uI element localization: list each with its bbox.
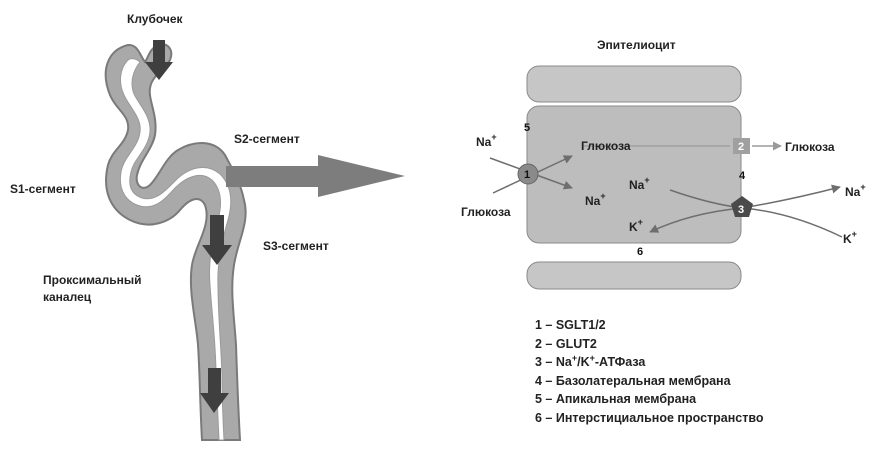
tubule-wall (104, 43, 247, 441)
legend-item-6: 6 – Интерстициальное пространство (535, 410, 764, 425)
proximal-tubule (104, 43, 247, 441)
na-cytoplasm: Na+ (629, 175, 650, 192)
s2-label: S2-сегмент (234, 132, 300, 146)
na-interstitial: Na+ (845, 182, 866, 199)
sglt-transport: 1 (489, 155, 573, 194)
top-neighbor-cell (526, 65, 742, 103)
k-interstitial: K+ (843, 229, 857, 246)
na-apical-out: Na+ (476, 132, 497, 149)
num-3: 3 (738, 204, 744, 216)
proximal-label-1: Проксимальный (43, 273, 141, 287)
na-k-atpase (731, 196, 753, 217)
legend-item-5: 5 – Апикальная мембрана (535, 392, 697, 406)
sglt-transporter (517, 163, 539, 185)
glucose-lumen: Глюкоза (461, 205, 511, 219)
na-apical-in: Na+ (585, 191, 606, 208)
glut2-transporter (733, 138, 750, 154)
num-6: 6 (637, 246, 643, 258)
s1-label: S1-сегмент (10, 182, 76, 196)
num-1: 1 (524, 169, 530, 181)
proximal-label-2: каналец (43, 290, 92, 304)
s3-label: S3-сегмент (263, 239, 329, 253)
na-k-atpase-transport: 3 (649, 184, 843, 238)
bottom-neighbor-cell (526, 261, 742, 290)
legend: 1 – SGLT1/2 2 – GLUT2 3 – Na+/K+-АТФаза … (535, 316, 764, 427)
legend-item-3: 3 – Na+/K+-АТФаза (535, 352, 646, 369)
legend-item-1: 1 – SGLT1/2 (535, 318, 606, 332)
glut2-transport: 2 (583, 138, 782, 154)
legend-item-2: 2 – GLUT2 (535, 336, 597, 351)
num-2: 2 (738, 141, 744, 153)
glomerulus-flow-arrow (145, 40, 173, 80)
s3-flow-arrow (202, 215, 232, 265)
glomerulus-label: Клубочек (127, 12, 184, 26)
glucose-interstitial: Глюкоза (785, 140, 835, 154)
num-5: 5 (524, 122, 530, 134)
num-4: 4 (739, 170, 746, 182)
zoom-arrow (226, 155, 405, 197)
cell-title: Эпителиоцит (597, 38, 676, 52)
legend-item-4: 4 – Базолатеральная мембрана (535, 373, 731, 388)
glucose-cytoplasm: Глюкоза (581, 139, 631, 153)
k-cytoplasm: K+ (629, 217, 643, 234)
epithelial-cell (526, 65, 742, 290)
distal-flow-arrow (200, 368, 229, 413)
